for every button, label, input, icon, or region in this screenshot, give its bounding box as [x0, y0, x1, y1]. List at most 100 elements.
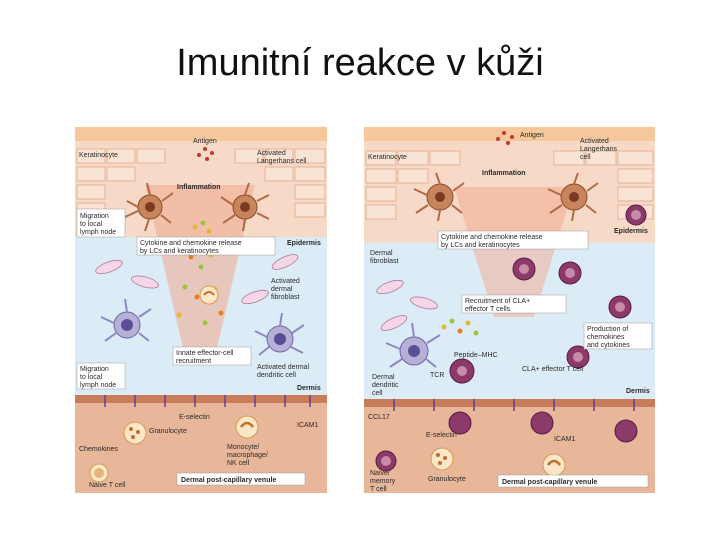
label-e-selectin: E-selectin [426, 432, 457, 439]
label-migration-top-2: to local [80, 221, 103, 228]
label-naive-t: Naive T cell [89, 482, 126, 489]
label-production-3: and cytokines [587, 342, 630, 349]
slide-title: Imunitní reakce v kůži [176, 42, 544, 84]
langerhans-cell-left [413, 172, 465, 222]
label-dermis: Dermis [297, 385, 321, 392]
langerhans-cell-right [220, 182, 270, 232]
label-naive-memory-3: T cell [370, 486, 387, 493]
stratum-corneum [75, 127, 327, 141]
recruitment-box [461, 294, 567, 314]
label-cytokine-release-1: Cytokine and chemokine release [140, 240, 242, 247]
t-cell-nuclei [457, 264, 625, 376]
dermal-dendritic-cell-right [254, 312, 305, 356]
label-recruitment-2: effector T cells [465, 306, 511, 313]
label-monocyte-1: Monocyte/ [227, 444, 259, 451]
production-box [583, 322, 653, 350]
innate-response-diagram: Keratinocyte Antigen Activated Langerhan… [75, 127, 327, 493]
langerhans-cell-right [547, 172, 599, 222]
inflammation-gradient [145, 185, 255, 357]
label-recruitment-1: Recruitment of CLA+ [465, 298, 530, 305]
label-activated-lc-3: cell [580, 154, 591, 161]
label-icam1: ICAM1 [297, 422, 319, 429]
label-fibroblast-2: dermal [271, 286, 293, 293]
label-ccl17: CCL17 [368, 414, 390, 421]
label-activated-lc-2: Langerhans cell [257, 158, 307, 165]
endothelium [364, 399, 655, 407]
stratum-corneum [364, 127, 655, 141]
label-epidermis: Epidermis [614, 228, 648, 235]
venule-label-box [176, 472, 306, 486]
inflammation-gradient [454, 187, 574, 317]
label-antigen: Antigen [193, 138, 217, 145]
label-chemokines: Chemokines [79, 446, 118, 453]
cytokine-dots [441, 318, 479, 336]
left-diagram-panel: Keratinocyte Antigen Activated Langerhan… [75, 127, 327, 493]
label-fibroblast-2: fibroblast [370, 258, 398, 265]
label-activated-lc-1: Activated [257, 150, 286, 157]
monocyte-cell [235, 415, 259, 439]
label-migration-bottom-1: Migration [80, 366, 109, 373]
monocyte-cell [542, 453, 566, 477]
label-keratinocyte: Keratinocyte [368, 154, 407, 161]
label-monocyte-2: macrophage/ [227, 452, 268, 459]
dermal-dendritic-cell [385, 322, 441, 368]
langerhans-cell-left [124, 182, 174, 232]
label-activated-lc-1: Activated [580, 138, 609, 145]
migration-top-box [76, 208, 126, 238]
naive-t-cell [89, 463, 109, 483]
label-naive-memory-2: memory [370, 478, 396, 485]
label-venule: Dermal post-capillary venule [502, 479, 597, 486]
label-inflammation: Inflammation [177, 184, 221, 191]
label-production-2: chemokines [587, 334, 625, 341]
label-dermal-dc-1: Dermal [372, 374, 395, 381]
label-inflammation: Inflammation [482, 170, 526, 177]
venule-t-cells [448, 411, 638, 443]
cytokine-release-box [437, 230, 589, 250]
granulocyte-cell [123, 421, 147, 445]
dermal-dendritic-cell-left [100, 298, 152, 342]
fibroblast-cells [95, 254, 299, 305]
label-fibroblast-1: Dermal [370, 250, 393, 257]
label-fibroblast-3: fibroblast [271, 294, 299, 301]
label-migration-bottom-3: lymph node [80, 382, 116, 389]
cytokine-release-box [136, 236, 276, 256]
venule-label-box [497, 474, 649, 488]
adhesion-molecules [104, 395, 311, 407]
label-naive-memory-1: Naive/ [370, 470, 390, 477]
label-e-selectin: E-selectin [179, 414, 210, 421]
migration-bottom-box [76, 362, 126, 390]
label-tcr: TCR [430, 372, 444, 379]
keratinocyte-cells [76, 148, 326, 218]
label-dermis: Dermis [626, 388, 650, 395]
label-activated-ddc-2: dendritic cell [257, 372, 296, 379]
label-dermal-dc-2: dendritic [372, 382, 399, 389]
neutrophil-cell [199, 285, 219, 305]
label-activated-ddc-1: Activated dermal [257, 364, 310, 371]
label-fibroblast-1: Activated [271, 278, 300, 285]
antigen-icon [197, 147, 214, 161]
label-antigen: Antigen [520, 132, 544, 139]
label-cytokine-release-1: Cytokine and chemokine release [441, 234, 543, 241]
label-keratinocyte: Keratinocyte [79, 152, 118, 159]
label-production-1: Production of [587, 326, 628, 333]
antigen-icon [496, 131, 514, 145]
innate-recruitment-box [172, 346, 252, 366]
label-migration-top-1: Migration [80, 213, 109, 220]
label-monocyte-3: NK cell [227, 460, 250, 467]
label-cytokine-release-2: by LCs and keratinocytes [441, 242, 520, 249]
label-activated-lc-2: Langerhans [580, 146, 617, 153]
label-cla-effector: CLA+ effector T cell [522, 366, 584, 373]
label-icam1: ICAM1 [554, 436, 576, 443]
endothelium [75, 395, 327, 403]
adaptive-response-diagram: Antigen Keratinocyte Activated Langerhan… [364, 127, 655, 493]
naive-memory-t-cell [375, 450, 397, 472]
resident-t-cell [625, 204, 647, 226]
label-innate-recruitment-1: Innate effector-cell [176, 350, 234, 357]
right-diagram-panel: Antigen Keratinocyte Activated Langerhan… [364, 127, 655, 493]
label-migration-bottom-2: to local [80, 374, 103, 381]
label-dermal-dc-3: cell [372, 390, 383, 397]
label-cytokine-release-2: by LCs and keratinocytes [140, 248, 219, 255]
label-granulocyte: Granulocyte [149, 428, 187, 435]
label-granulocyte: Granulocyte [428, 476, 466, 483]
label-migration-top-3: lymph node [80, 229, 116, 236]
